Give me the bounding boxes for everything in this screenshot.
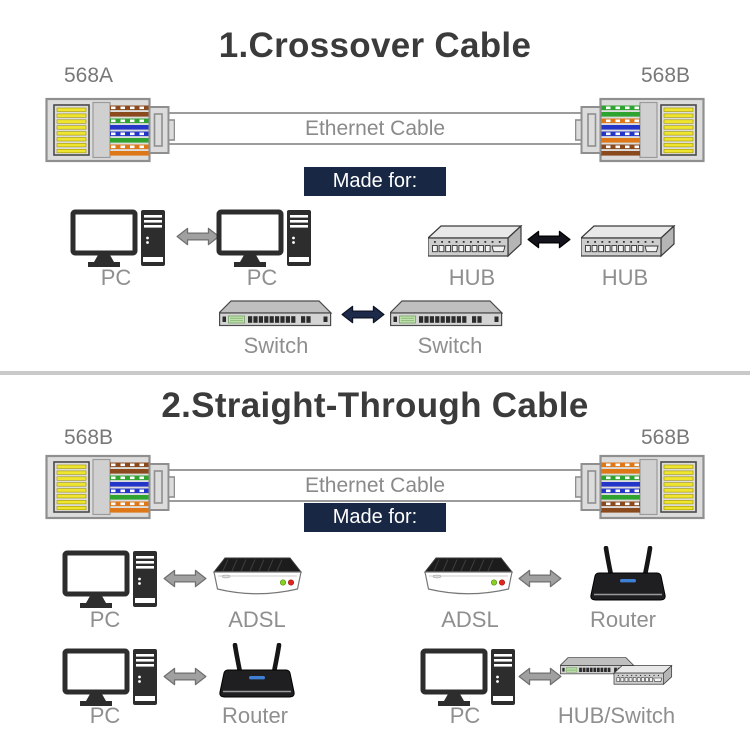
adsl-modem-icon [210, 556, 305, 600]
rj45-connector-icon [45, 451, 176, 523]
section1-cable-label: Ethernet Cable [304, 117, 446, 140]
pc-icon [216, 209, 312, 269]
section2-made-for-label: Made for: [332, 506, 418, 528]
section2-made-for-badge: Made for: [304, 503, 446, 532]
wifi-router-icon [586, 545, 670, 602]
section2-right-connector-label: 568B [641, 426, 691, 449]
section2-ethernet-cable-band: Ethernet Cable [168, 469, 582, 502]
device-label: ADSL [441, 607, 499, 632]
rj45-connector-icon [574, 451, 705, 523]
section-divider [0, 371, 750, 375]
rj45-connector-icon [574, 94, 705, 166]
pc-icon [70, 209, 166, 269]
section2-left-connector-label: 568B [64, 426, 114, 449]
pc-icon [62, 550, 158, 610]
section1-title: 1.Crossover Cable [218, 26, 532, 65]
section1-ethernet-cable-band: Ethernet Cable [168, 112, 582, 145]
switch-device-icon [388, 300, 504, 327]
pc-icon [420, 648, 516, 708]
device-label: Switch [417, 333, 483, 358]
section2-cable-label: Ethernet Cable [304, 474, 446, 497]
device-label: Router [221, 703, 289, 728]
section2-title: 2.Straight-Through Cable [161, 386, 589, 425]
device-label: PC [89, 703, 121, 728]
device-label: PC [100, 265, 132, 290]
double-headed-arrow-icon [518, 569, 562, 588]
device-label: Switch [243, 333, 309, 358]
wifi-router-icon [215, 642, 299, 699]
hub-switch-combo-icon [559, 657, 676, 690]
device-label: HUB [448, 265, 496, 290]
double-headed-arrow-icon [518, 667, 562, 686]
device-label: PC [449, 703, 481, 728]
section1-left-connector-label: 568A [64, 64, 114, 87]
device-label: HUB/Switch [557, 703, 676, 728]
double-headed-arrow-icon [527, 230, 571, 249]
rj45-connector-icon [45, 94, 176, 166]
hub-device-icon [426, 224, 523, 258]
device-label: PC [89, 607, 121, 632]
double-headed-arrow-icon [176, 227, 220, 246]
hub-device-icon [579, 224, 676, 258]
pc-icon [62, 648, 158, 708]
device-label: HUB [601, 265, 649, 290]
adsl-modem-icon [421, 556, 516, 600]
section1-made-for-label: Made for: [332, 170, 418, 192]
switch-device-icon [217, 300, 333, 327]
double-headed-arrow-icon [163, 667, 207, 686]
device-label: Router [589, 607, 657, 632]
device-label: ADSL [228, 607, 286, 632]
double-headed-arrow-icon [341, 305, 385, 324]
section1-right-connector-label: 568B [641, 64, 691, 87]
double-headed-arrow-icon [163, 569, 207, 588]
device-label: PC [246, 265, 278, 290]
section1-made-for-badge: Made for: [304, 167, 446, 196]
